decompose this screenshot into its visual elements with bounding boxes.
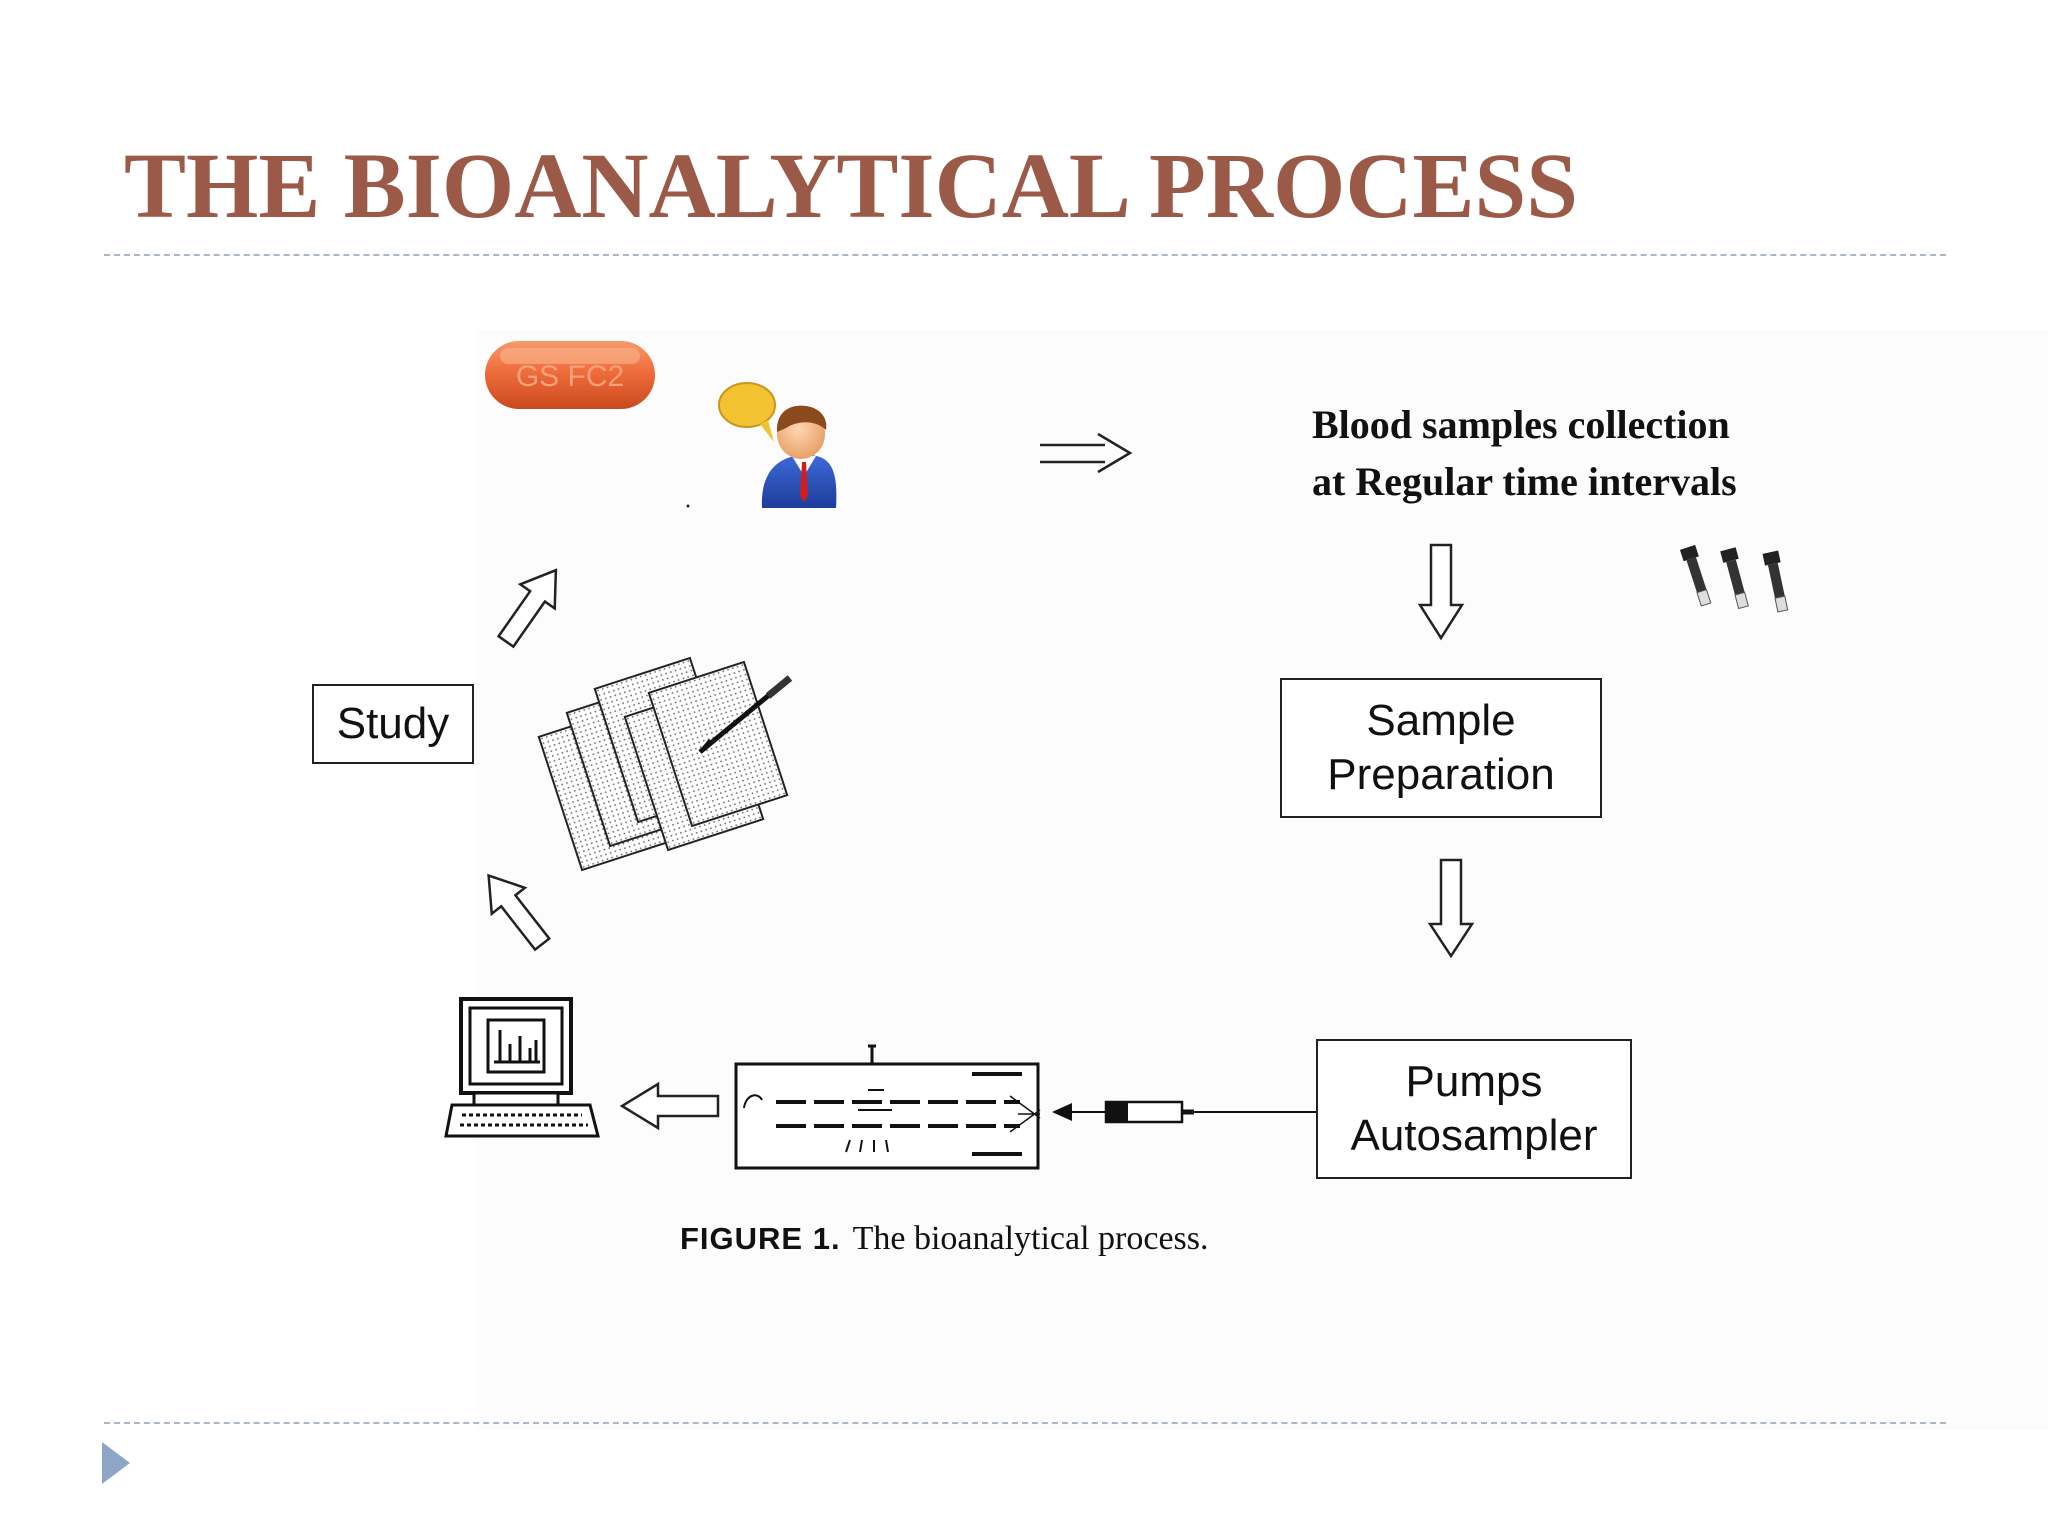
blood-samples-line2: at Regular time intervals	[1312, 459, 1737, 504]
pumps-autosampler-box: Pumps Autosampler	[1316, 1039, 1632, 1179]
arrow-right-double	[1040, 432, 1133, 474]
figure-panel	[476, 330, 2048, 1430]
slide-bullet-arrow-icon	[102, 1442, 130, 1484]
study-label: Study	[336, 699, 450, 749]
autosampler-line: Autosampler	[1350, 1111, 1598, 1160]
caption-text: The bioanalytical process.	[852, 1220, 1209, 1257]
pumps-line: Pumps	[1405, 1057, 1543, 1107]
arrow-left-to-computer	[619, 1081, 720, 1131]
figure-caption: FIGURE 1. The bioanalytical process.	[680, 1220, 1209, 1258]
blood-samples-line1: Blood samples collection	[1312, 402, 1730, 447]
tablet-pill-icon: GS FC2	[485, 341, 655, 409]
computer-chromatogram-icon	[444, 997, 600, 1138]
arrow-up-to-patient	[496, 568, 558, 649]
study-box: Study	[312, 684, 474, 764]
syringe-icon	[1052, 1100, 1316, 1124]
hplc-column-icon	[734, 1044, 1041, 1170]
sample-preparation-line2: Preparation	[1327, 750, 1555, 799]
arrow-down-to-sample-prep	[1417, 543, 1465, 641]
sample-preparation-line1: Sample	[1366, 696, 1516, 746]
arrow-up-to-study	[487, 873, 552, 952]
title-divider	[104, 254, 1946, 256]
pill-imprint: GS FC2	[516, 360, 624, 393]
patient-speech-icon	[718, 382, 837, 508]
slide-title: THE BIOANALYTICAL PROCESS	[124, 135, 1578, 238]
footer-divider	[104, 1422, 1946, 1424]
caption-label: FIGURE 1.	[680, 1221, 841, 1256]
sample-preparation-box: Sample Preparation	[1280, 678, 1602, 818]
arrow-down-to-pumps	[1427, 858, 1475, 959]
blood-tubes-icon	[1679, 544, 1789, 613]
blood-samples-text: Blood samples collection at Regular time…	[1312, 396, 1737, 510]
report-pages-pen-icon	[537, 656, 793, 872]
